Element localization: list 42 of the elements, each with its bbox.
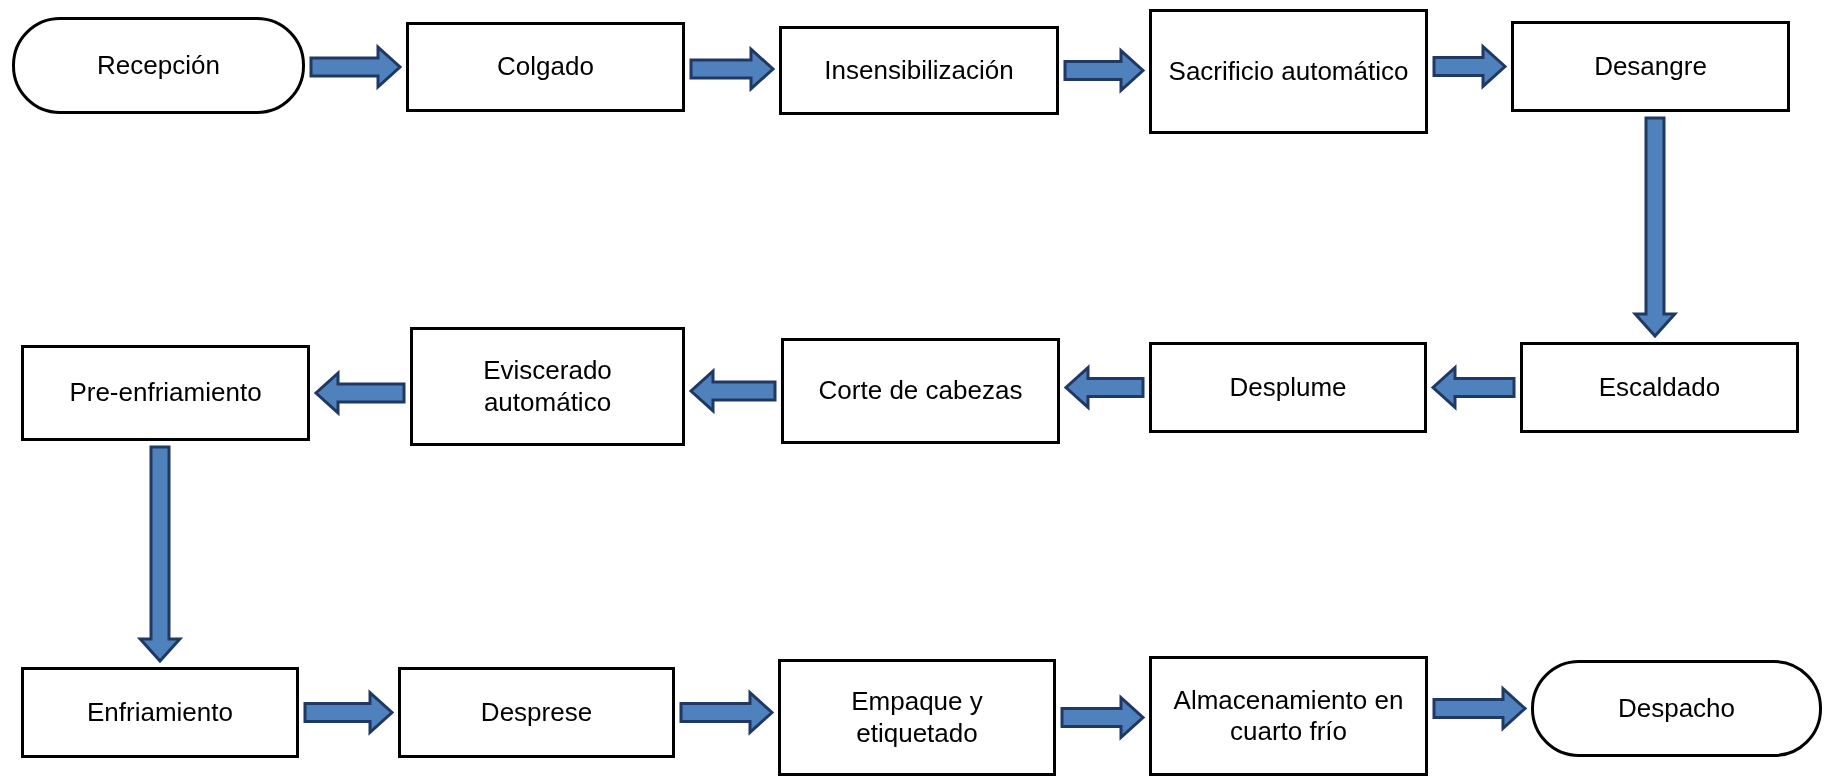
process-box xyxy=(1520,342,1799,433)
process-box xyxy=(410,327,685,446)
block-arrow xyxy=(1432,685,1528,732)
process-box xyxy=(21,345,310,441)
step-label: Corte de cabezas xyxy=(818,375,1023,407)
step-label: Despacho xyxy=(1617,692,1736,725)
step-label: Insensibilización xyxy=(824,54,1014,87)
step-label: Desplume xyxy=(1229,371,1347,404)
block-arrow xyxy=(688,367,777,415)
process-box xyxy=(1149,656,1428,776)
process-box xyxy=(398,667,675,758)
process-box xyxy=(779,26,1059,115)
block-arrow xyxy=(313,369,406,417)
block-arrow xyxy=(689,45,776,93)
block-arrow xyxy=(679,689,775,736)
step-label: Colgado xyxy=(497,51,594,83)
process-box xyxy=(781,338,1060,444)
block-arrow xyxy=(1060,694,1146,741)
step-label: Pre-enfriamiento xyxy=(69,377,262,409)
process-box xyxy=(1511,21,1790,112)
process-box xyxy=(1149,9,1428,134)
block-arrow xyxy=(1631,116,1679,339)
process-box xyxy=(21,667,299,758)
step-label: Eviscerado automático xyxy=(482,355,613,418)
step-label: Empaque y etiquetado xyxy=(850,686,984,749)
process-box xyxy=(406,22,685,112)
step-label: Desangre xyxy=(1594,50,1707,83)
block-arrow xyxy=(303,689,395,736)
process-box xyxy=(778,659,1056,776)
block-arrow xyxy=(1063,364,1145,411)
step-label: Desprese xyxy=(480,696,593,729)
step-label: Almacenamiento en cuarto frío xyxy=(1172,684,1405,748)
step-label: Sacrificio automático xyxy=(1168,55,1409,88)
step-label: Escaldado xyxy=(1598,371,1721,404)
block-arrow xyxy=(1063,47,1146,94)
block-arrow xyxy=(309,43,403,91)
step-label: Enfriamiento xyxy=(87,696,233,729)
step-label: Recepción xyxy=(97,49,220,82)
block-arrow xyxy=(1430,364,1516,411)
block-arrow xyxy=(1432,43,1508,90)
block-arrow xyxy=(136,445,184,664)
process-box xyxy=(1149,342,1427,433)
